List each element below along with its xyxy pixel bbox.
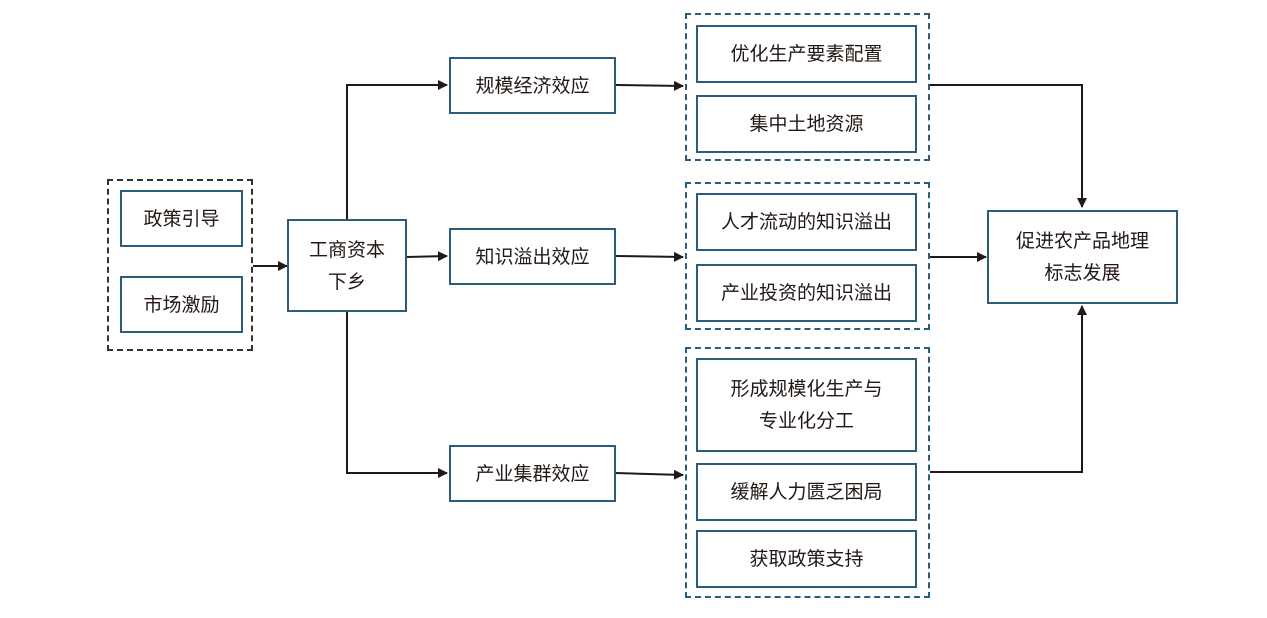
driver-market-label: 市场激励 (143, 293, 220, 316)
result-node: 促进农产品地理 标志发展 (987, 210, 1178, 304)
mechanism-label: 获取政策支持 (749, 548, 864, 570)
mechanism-label: 集中土地资源 (749, 113, 864, 135)
effect-cluster-label: 产业集群效应 (475, 462, 590, 485)
driver-market-box: 市场激励 (120, 276, 243, 333)
mechanism-box: 优化生产要素配置 (696, 25, 917, 83)
arrow-center-to-cluster (346, 312, 448, 478)
arrow-knowledge-to-group (615, 251, 684, 262)
mechanism-box: 人才流动的知识溢出 (696, 193, 917, 251)
effect-knowledge-box: 知识溢出效应 (449, 228, 616, 285)
mechanism-label: 人才流动的知识溢出 (720, 211, 892, 233)
mechanism-label: 缓解人力匮乏困局 (730, 481, 883, 503)
arrow-scale-group-to-result (930, 84, 1087, 208)
driver-policy-label: 政策引导 (143, 207, 220, 230)
mechanism-group-knowledge (685, 182, 930, 330)
effect-knowledge-label: 知识溢出效应 (475, 245, 590, 268)
arrow-cluster-group-to-result (930, 305, 1087, 473)
mechanism-label-line2: 专业化分工 (758, 410, 854, 432)
mechanism-box: 集中土地资源 (696, 95, 917, 153)
arrow-scale-to-group (615, 80, 684, 91)
mechanism-label: 优化生产要素配置 (730, 43, 883, 65)
drivers-group (107, 179, 253, 351)
mechanism-group-cluster (685, 347, 930, 598)
center-line1: 工商资本 (308, 238, 385, 261)
center-node: 工商资本 下乡 (287, 219, 407, 312)
effect-scale-box: 规模经济效应 (449, 57, 616, 114)
arrow-cluster-to-group (615, 469, 684, 480)
center-line2: 下乡 (327, 270, 366, 293)
result-line2: 标志发展 (1044, 262, 1121, 284)
effect-cluster-box: 产业集群效应 (449, 445, 616, 502)
mechanism-box: 产业投资的知识溢出 (696, 264, 917, 322)
mechanism-group-scale (685, 13, 930, 161)
mechanism-box: 获取政策支持 (696, 530, 917, 588)
mechanism-label-line1: 形成规模化生产与 (730, 378, 883, 400)
arrow-center-to-knowledge (406, 251, 448, 262)
mechanism-box: 形成规模化生产与 专业化分工 (696, 358, 917, 452)
arrow-center-to-scale (346, 80, 448, 219)
effect-scale-label: 规模经济效应 (475, 74, 590, 97)
mechanism-box: 缓解人力匮乏困局 (696, 463, 917, 521)
mechanism-label: 产业投资的知识溢出 (720, 282, 892, 304)
driver-policy-box: 政策引导 (120, 190, 243, 247)
result-line1: 促进农产品地理 (1015, 230, 1149, 252)
